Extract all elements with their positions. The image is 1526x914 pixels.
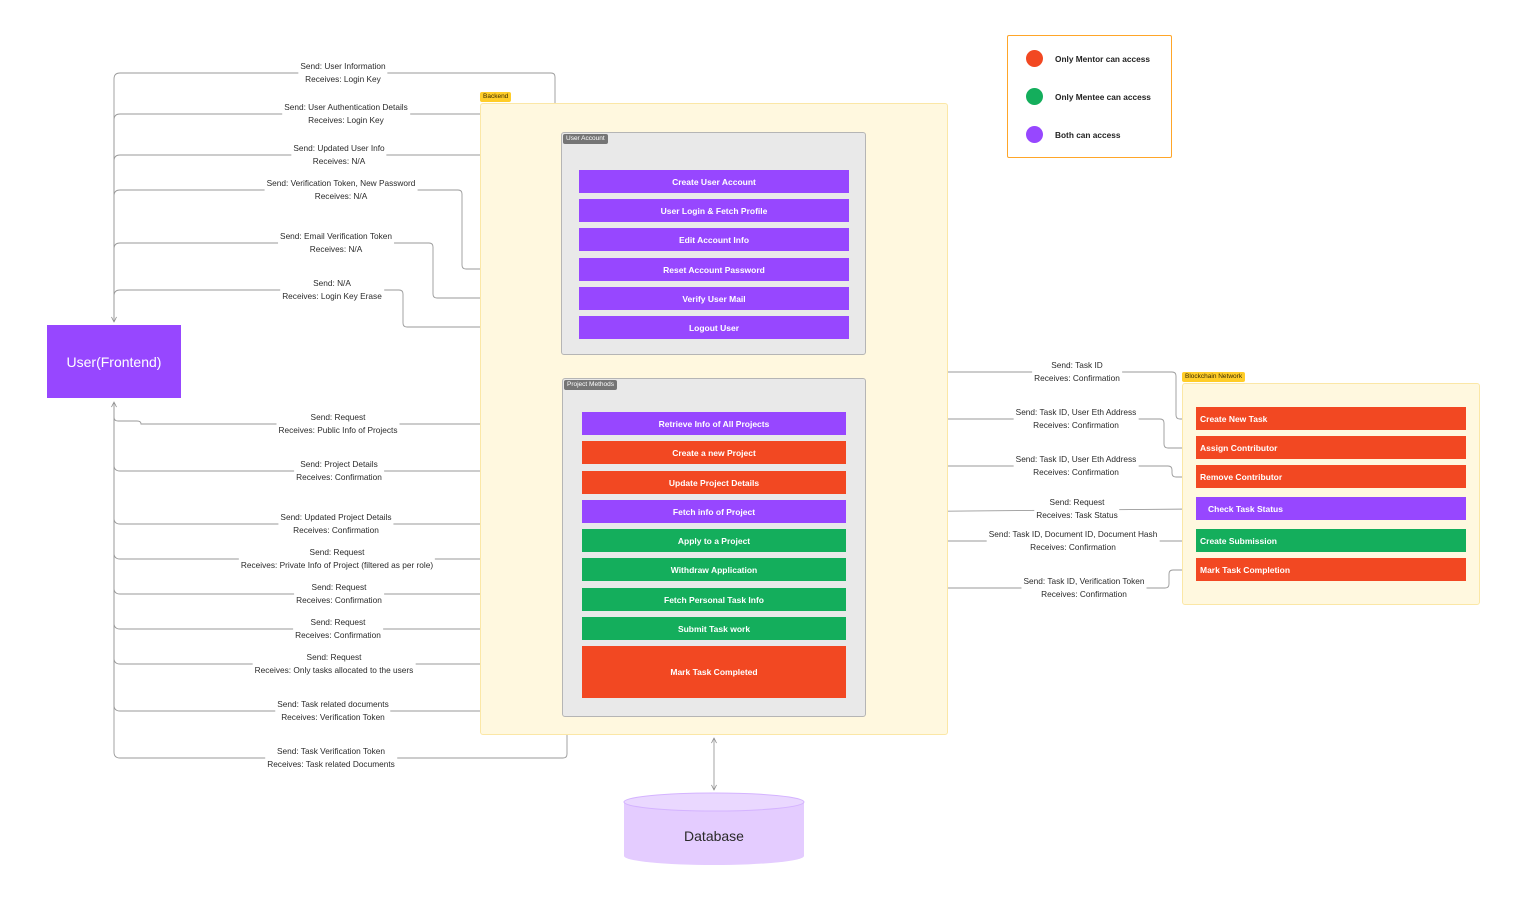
apply-to-project-button[interactable]: Apply to a Project — [582, 529, 846, 552]
withdraw-application-button[interactable]: Withdraw Application — [582, 558, 846, 581]
verify-user-mail-button[interactable]: Verify User Mail — [579, 287, 849, 310]
assign-contributor-button[interactable]: Assign Contributor — [1196, 436, 1466, 459]
purple-dot-icon — [1026, 126, 1043, 143]
connector-line — [113, 189, 577, 322]
submit-task-work-button[interactable]: Submit Task work — [582, 617, 846, 640]
edit-account-info-button[interactable]: Edit Account Info — [579, 228, 849, 251]
fetch-personal-task-info-button[interactable]: Fetch Personal Task Info — [582, 588, 846, 611]
connector-line — [114, 289, 577, 327]
logout-user-button[interactable]: Logout User — [579, 316, 849, 339]
user-login-button[interactable]: User Login & Fetch Profile — [579, 199, 849, 222]
create-submission-button[interactable]: Create Submission — [1196, 529, 1466, 552]
legend-item-mentee: Only Mentee can access — [1026, 88, 1151, 105]
mark-task-completed-button[interactable]: Mark Task Completed — [582, 646, 846, 698]
user-account-tag: User Account — [563, 134, 608, 144]
legend-item-mentor: Only Mentor can access — [1026, 50, 1150, 67]
database-label: Database — [684, 828, 744, 844]
create-user-account-button[interactable]: Create User Account — [579, 170, 849, 193]
backend-tag: Backend — [480, 92, 512, 102]
create-new-task-button[interactable]: Create New Task — [1196, 407, 1466, 430]
connector-line — [113, 242, 577, 322]
check-task-status-button[interactable]: Check Task Status — [1196, 497, 1466, 520]
flow-label-create-submission: Send: Task ID, Document ID, Document Has… — [986, 528, 1160, 554]
fetch-project-info-button[interactable]: Fetch info of Project — [582, 500, 846, 523]
project-methods-tag: Project Methods — [564, 380, 617, 390]
legend-item-both: Both can access — [1026, 126, 1120, 143]
reset-password-button[interactable]: Reset Account Password — [579, 258, 849, 281]
retrieve-all-projects-button[interactable]: Retrieve Info of All Projects — [582, 412, 846, 435]
mark-task-completion-button[interactable]: Mark Task Completion — [1196, 558, 1466, 581]
green-dot-icon — [1026, 88, 1043, 105]
database-cylinder — [623, 792, 805, 865]
remove-contributor-button[interactable]: Remove Contributor — [1196, 465, 1466, 488]
red-dot-icon — [1026, 50, 1043, 67]
create-project-button[interactable]: Create a new Project — [582, 441, 846, 464]
user-frontend-box[interactable]: User(Frontend) — [47, 325, 181, 398]
blockchain-tag: Blockchain Network — [1182, 372, 1246, 382]
update-project-details-button[interactable]: Update Project Details — [582, 471, 846, 494]
